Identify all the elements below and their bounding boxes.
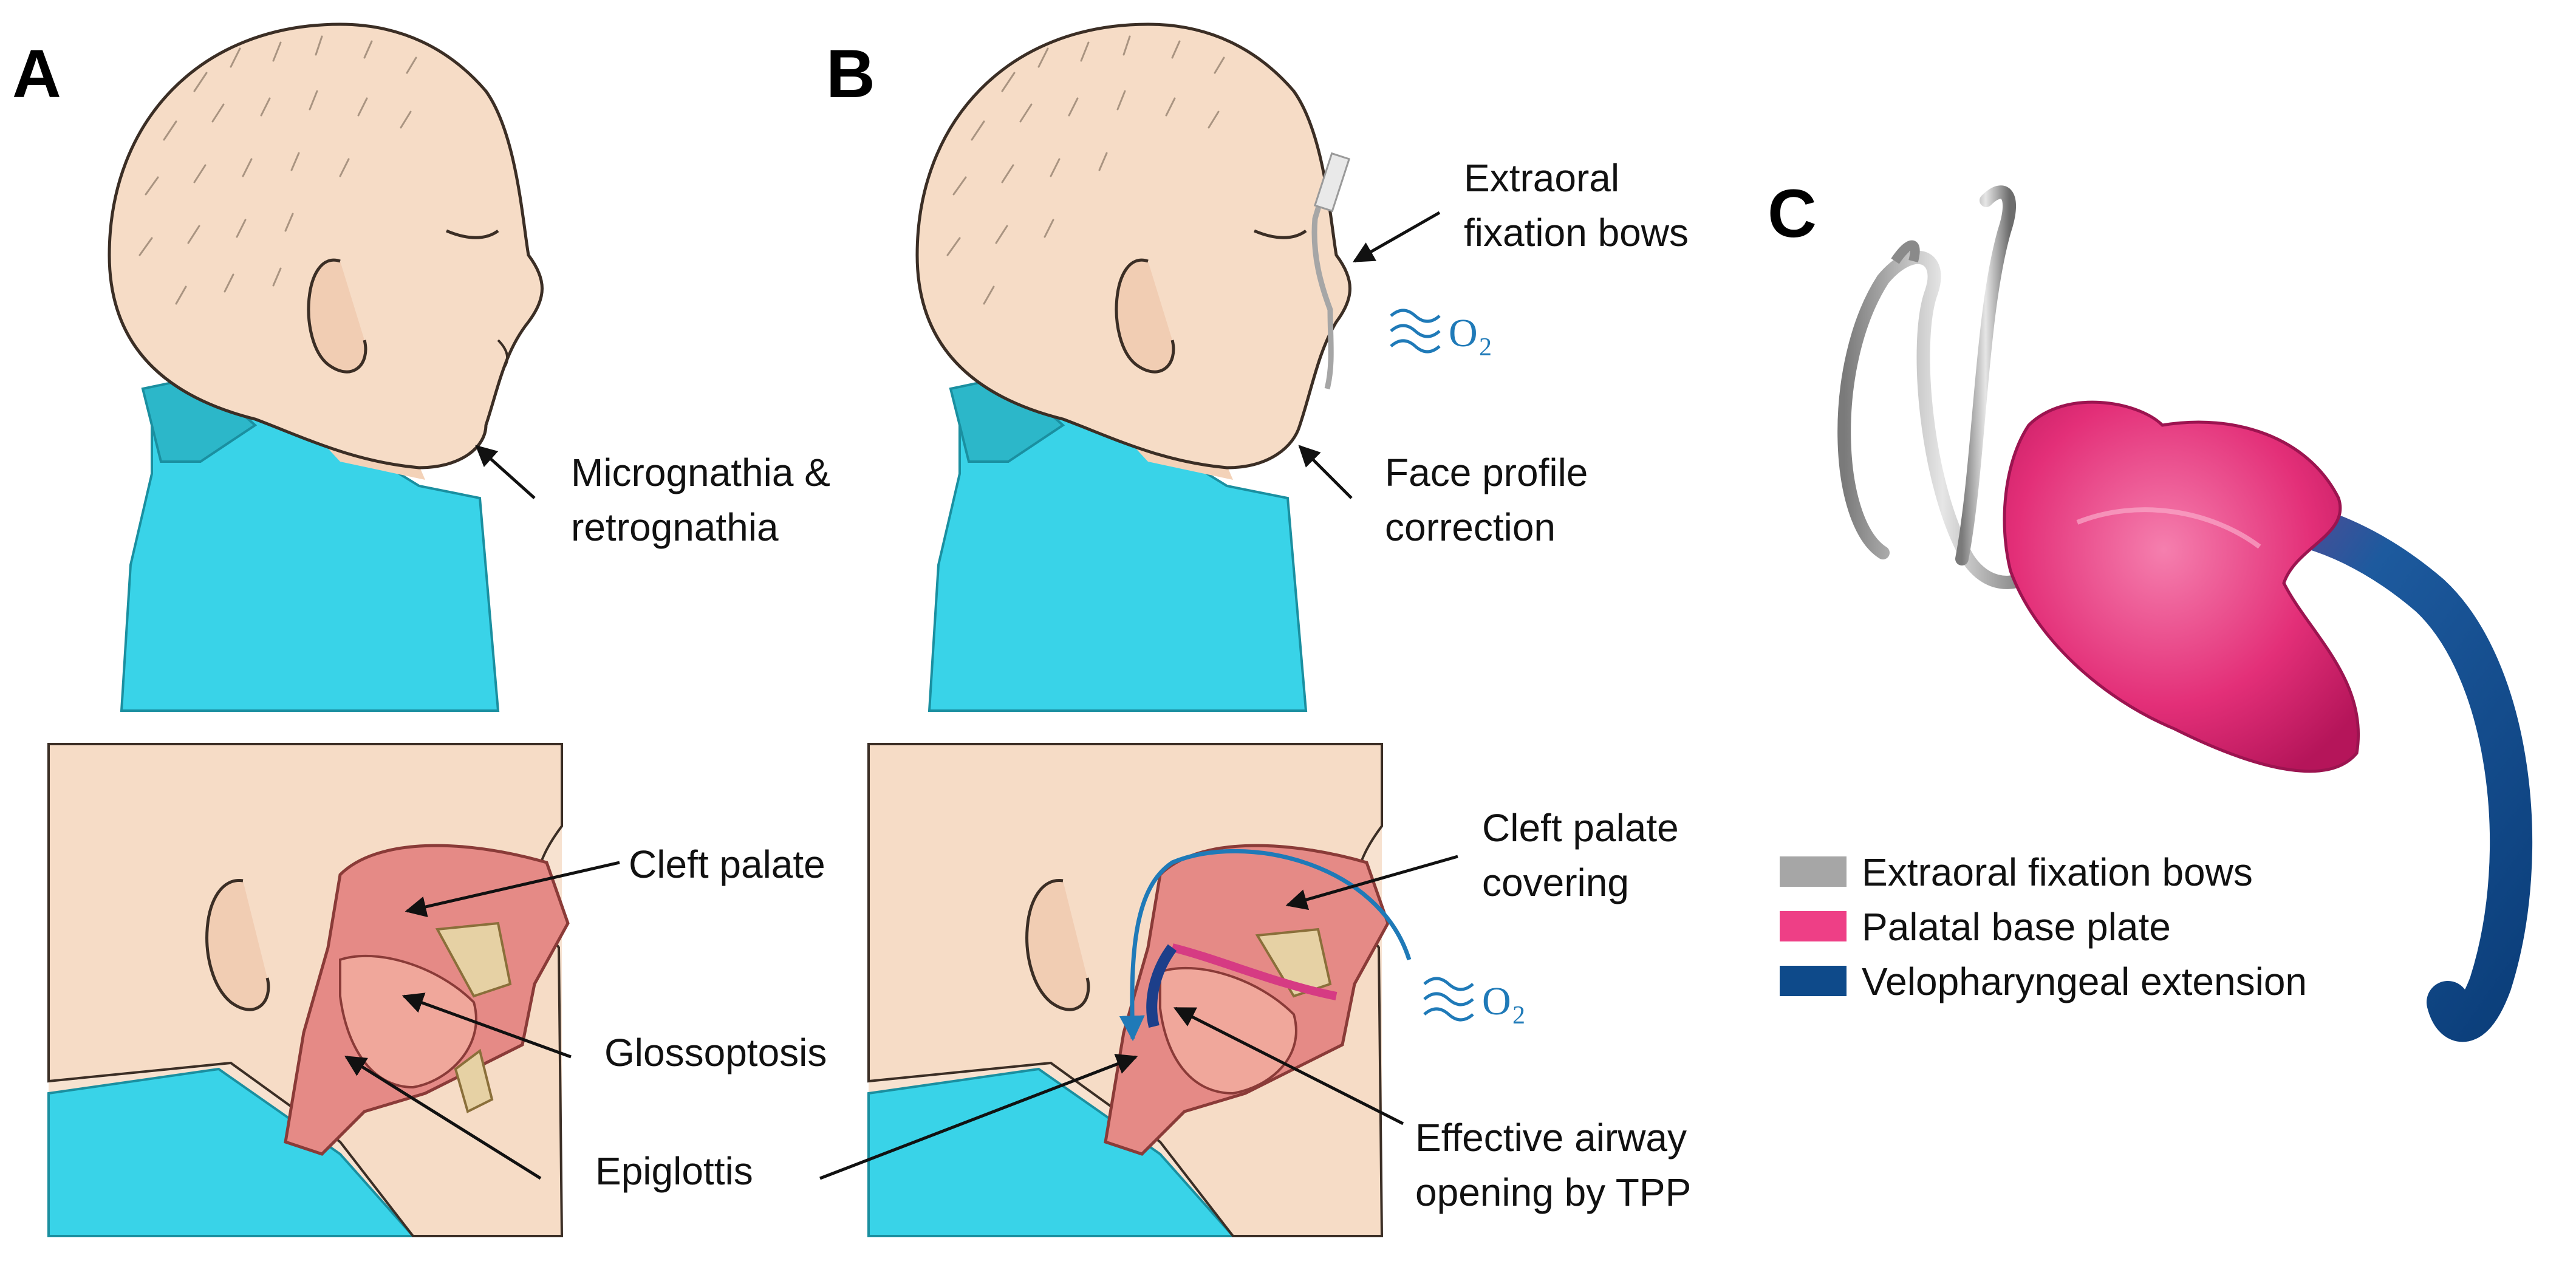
head-b — [915, 22, 1351, 470]
label-covering-line2: covering — [1482, 861, 1629, 904]
tpp-extension-sketch — [1146, 944, 1177, 1028]
legend-label-1: Palatal base plate — [1862, 905, 2171, 949]
oxygen-subscript-bottom: 2 — [1512, 1002, 1525, 1030]
label-bows-line1: Extraoral — [1464, 156, 1619, 200]
legend-label-2: Velopharyngeal extension — [1862, 960, 2307, 1003]
legend-label-0: Extraoral fixation bows — [1862, 850, 2253, 894]
device-legend: Extraoral fixation bows Palatal base pla… — [1780, 850, 2307, 1003]
oxygen-top: O 2 — [1390, 309, 1492, 361]
callout-glossoptosis: Glossoptosis — [401, 992, 827, 1074]
callout-face-profile: Face profile correction — [1298, 445, 1588, 549]
label-micrognathia-line2: retrognathia — [571, 505, 779, 549]
oxygen-bottom: O 2 — [1423, 977, 1525, 1030]
head-a — [108, 22, 544, 470]
label-cleft-palate: Cleft palate — [629, 842, 825, 886]
oxygen-symbol-top: O — [1449, 311, 1478, 355]
arrow-cleft-covering — [1285, 855, 1458, 910]
palatal-base-plate — [2003, 400, 2360, 773]
airflow-waves-icon — [1423, 977, 1474, 1022]
label-epiglottis: Epiglottis — [595, 1149, 753, 1193]
arrow-micrognathia — [475, 445, 536, 499]
label-profile-line2: correction — [1385, 505, 1556, 549]
legend-swatch-2 — [1780, 966, 1847, 996]
oxygen-subscript-top: 2 — [1479, 333, 1492, 361]
tpp-plate-sketch — [1171, 943, 1338, 1000]
callout-fixation-bows: Extraoral fixation bows — [1352, 156, 1689, 263]
label-glossoptosis: Glossoptosis — [604, 1031, 827, 1074]
callout-micrognathia: Micrognathia & retrognathia — [475, 445, 830, 549]
label-covering-line1: Cleft palate — [1482, 806, 1679, 850]
panel-label-a: A — [12, 36, 61, 112]
ear-b — [1115, 258, 1175, 374]
fixation-bows — [1837, 250, 2048, 589]
arrow-face-profile — [1298, 445, 1353, 499]
arrow-airway-opening — [1173, 1006, 1404, 1126]
legend-swatch-1 — [1780, 911, 1847, 941]
label-micrognathia-line1: Micrognathia & — [571, 451, 830, 494]
callout-epiglottis: Epiglottis — [344, 1053, 1138, 1193]
arrow-epiglottis-b — [819, 1053, 1138, 1180]
ear-a — [307, 258, 367, 374]
arrow-glossoptosis — [401, 992, 572, 1059]
panel-b-bottom-illustration — [867, 743, 1412, 1237]
callout-airway-opening: Effective airway opening by TPP — [1173, 1006, 1691, 1214]
panel-label-c: C — [1768, 176, 1817, 251]
arrow-epiglottis — [344, 1055, 542, 1180]
panel-a-top-illustration — [108, 22, 544, 712]
label-airway-line1: Effective airway — [1415, 1116, 1687, 1160]
label-profile-line1: Face profile — [1385, 451, 1588, 494]
oxygen-symbol-bottom: O — [1482, 979, 1511, 1023]
callout-cleft-covering: Cleft palate covering — [1285, 806, 1679, 910]
panel-a-bottom-illustration — [47, 743, 570, 1237]
legend-swatch-0 — [1780, 856, 1847, 887]
arrow-cleft-palate — [405, 861, 620, 918]
label-bows-line2: fixation bows — [1464, 211, 1689, 255]
arrow-fixation-bows — [1352, 211, 1441, 263]
callout-cleft-palate: Cleft palate — [405, 842, 825, 918]
label-airway-line2: opening by TPP — [1415, 1170, 1691, 1214]
panel-b-top-illustration — [915, 22, 1351, 712]
airflow-arrow — [1119, 849, 1412, 1042]
tpp-device-photo — [1837, 185, 2533, 1042]
panel-label-b: B — [826, 36, 875, 112]
fixation-bow-sketch — [1311, 157, 1336, 390]
airflow-waves-icon — [1390, 309, 1441, 354]
